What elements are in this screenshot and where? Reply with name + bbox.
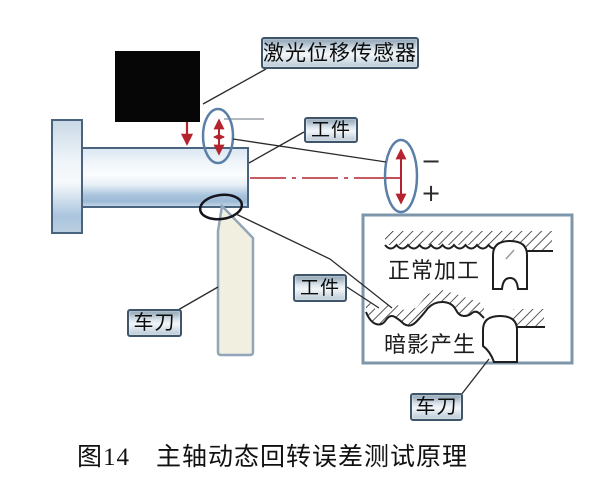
hatch-shadow-surface (513, 309, 544, 327)
leader-laser-sensor (202, 68, 267, 105)
wavy-surface (365, 300, 485, 327)
leader-workpiece-shaft (248, 131, 305, 164)
tool-label-main: 车刀 (127, 309, 182, 337)
tool-profile-normal (492, 239, 528, 290)
turning-tool-shape (216, 203, 255, 357)
polarity-plus-sign: + (421, 179, 442, 207)
workpiece-label-detail: 工件 (293, 274, 347, 302)
leader-cutting-zone-detail (235, 213, 393, 309)
hatch-normal-surface (385, 231, 552, 251)
workpiece-label-top: 工件 (304, 117, 358, 143)
figure-caption: 图14 主轴动态回转误差测试原理 (76, 444, 468, 471)
machined-surface-scalloped (384, 243, 501, 250)
shadow-generation-text: 暗影产生 (384, 332, 477, 357)
tool-label-detail: 车刀 (410, 393, 463, 421)
leader-ellipse-endview (232, 138, 387, 163)
tool-profile-shadow (482, 314, 518, 363)
cutting-zone-ellipse (198, 193, 244, 221)
laser-sensor-label: 激光位移传感器 (261, 37, 419, 69)
normal-machining-text: 正常加工 (388, 258, 481, 283)
tool-highlight-mark (505, 249, 515, 260)
leader-workpiece-detail (346, 286, 380, 309)
measurement-ellipse (201, 107, 235, 165)
laser-sensor-body (115, 51, 200, 122)
leader-tool-main (177, 286, 219, 311)
spindle-shaft (81, 147, 249, 208)
leader-tool-detail (460, 358, 490, 396)
polarity-minus-sign: − (421, 147, 442, 175)
spindle-flange (51, 119, 83, 234)
